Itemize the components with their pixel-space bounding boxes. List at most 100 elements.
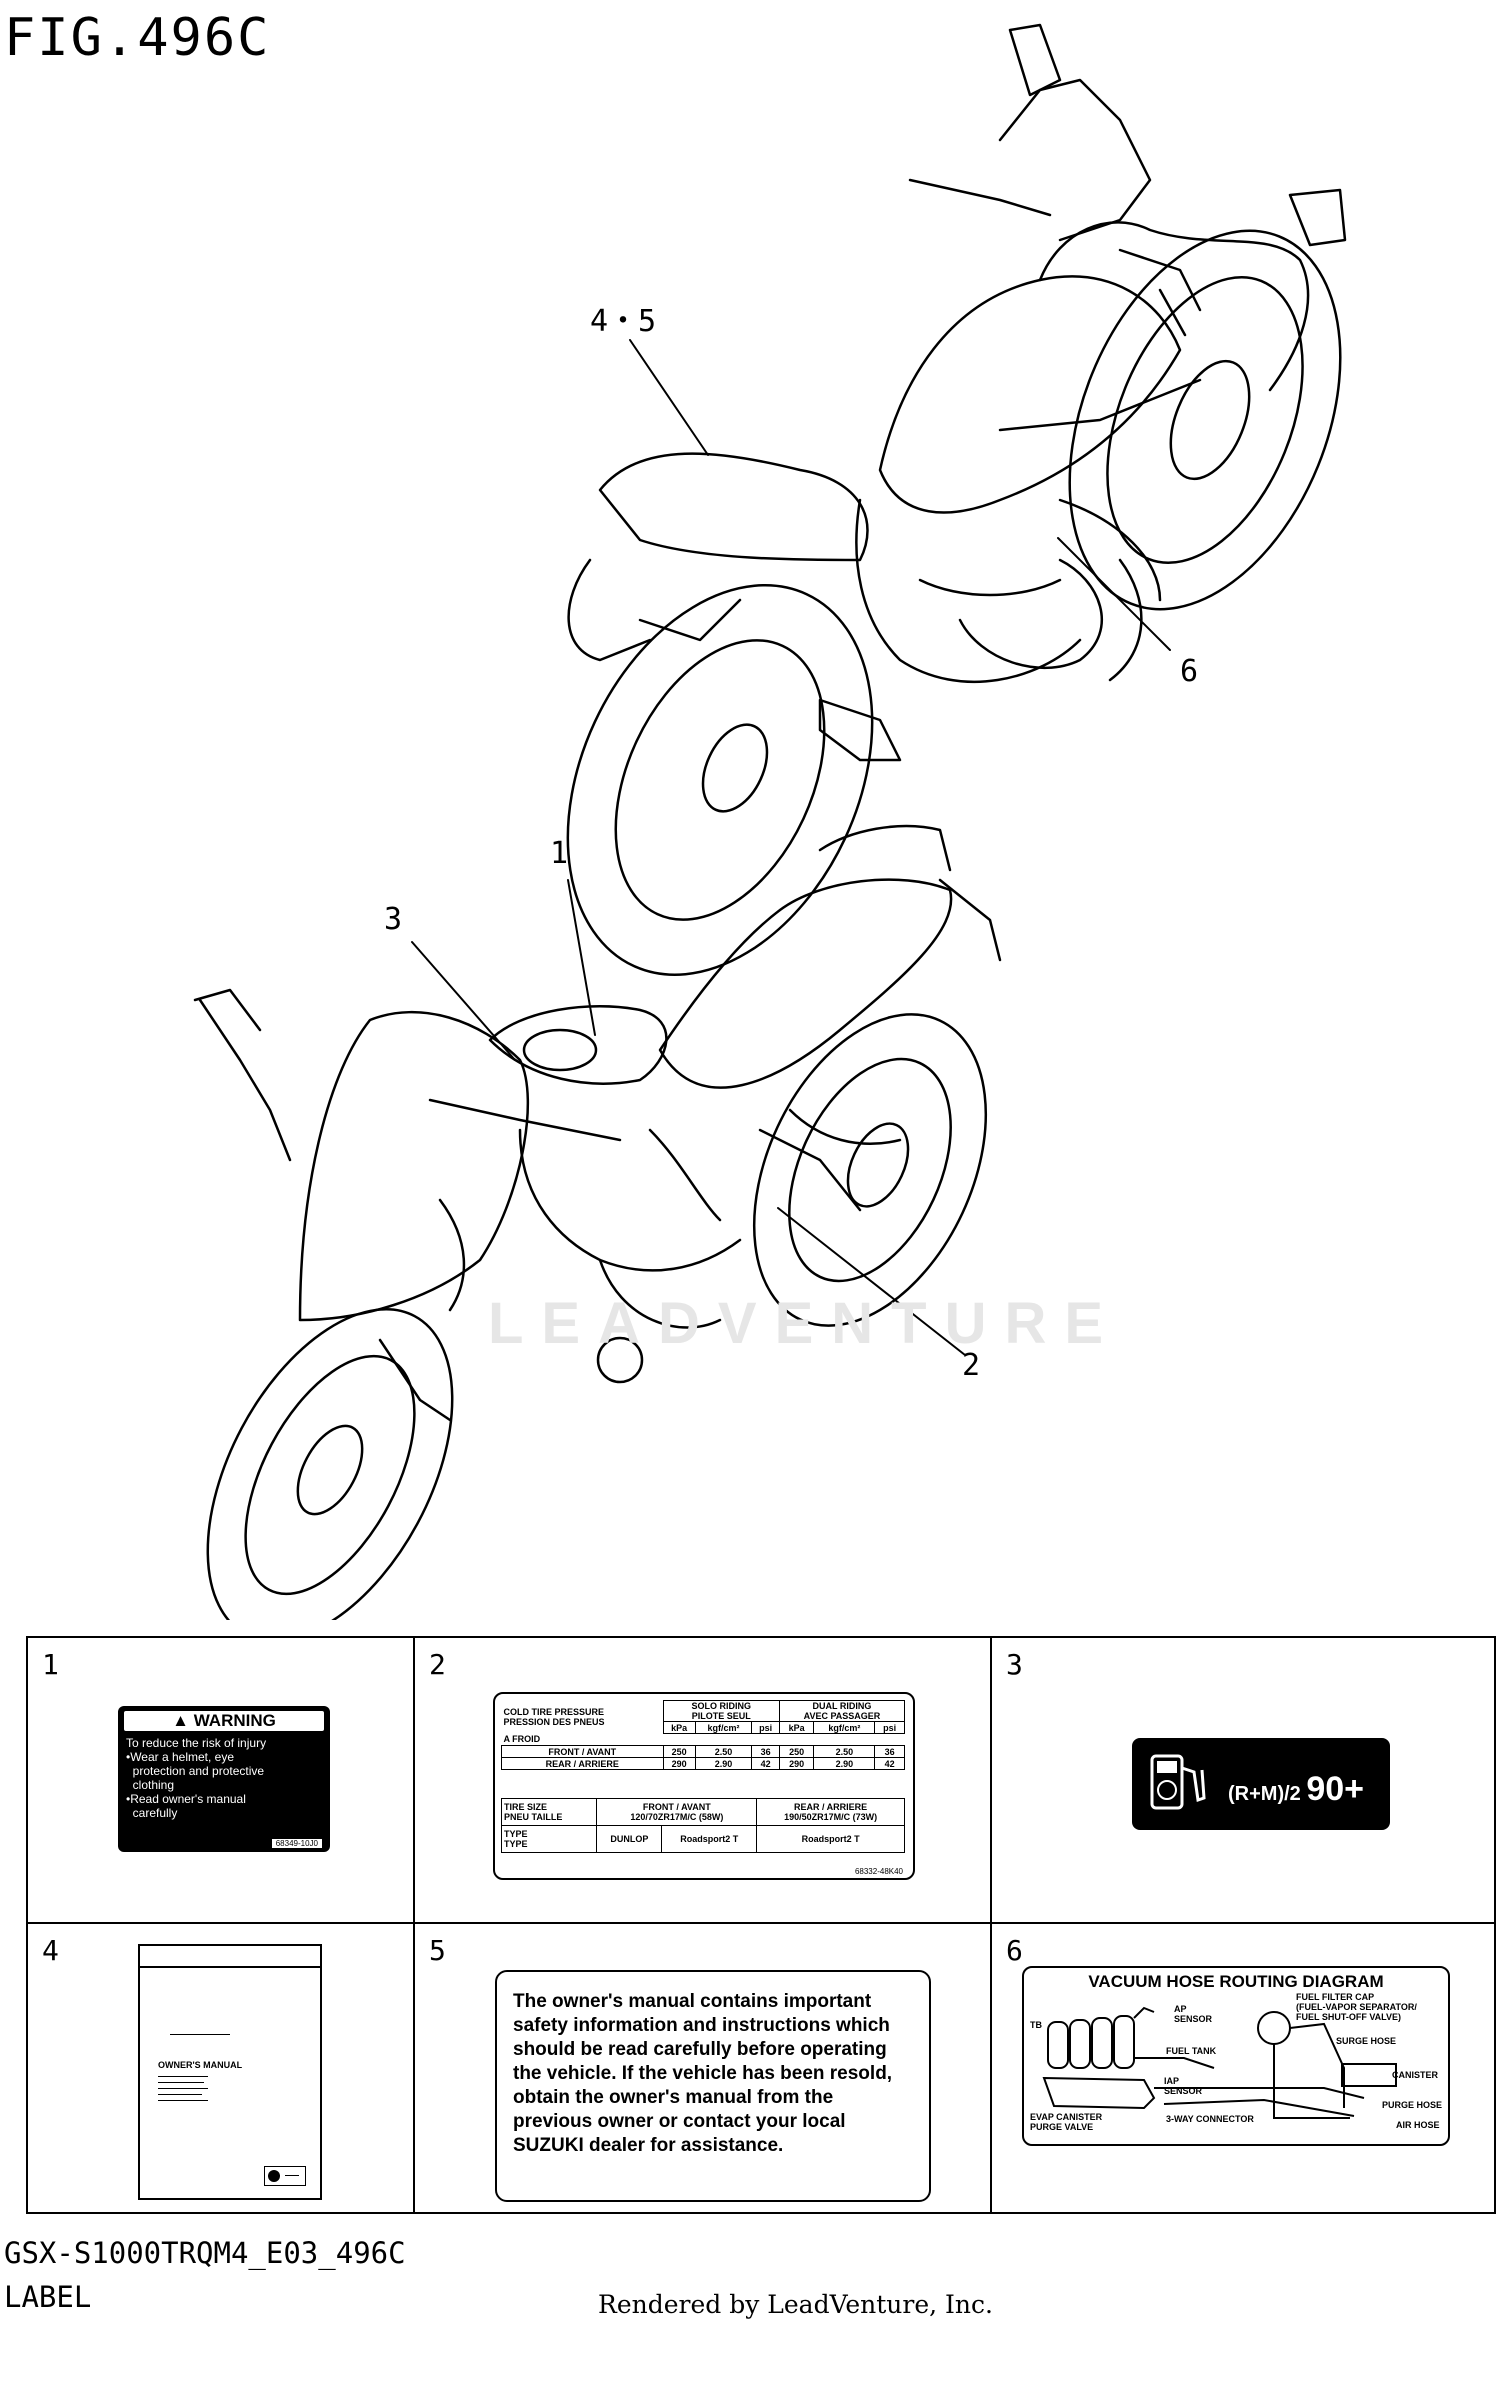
purge-hose-label: PURGE HOSE: [1382, 2100, 1443, 2110]
a-froid-label: A FROID: [503, 1734, 541, 1745]
tire-part-code: 68332-48K40: [854, 1867, 903, 1876]
callout-2: 2: [962, 1348, 981, 1383]
evap-canister-label: EVAP CANISTER PURGE VALVE: [1030, 2112, 1103, 2132]
manual-title: OWNER'S MANUAL: [158, 2060, 243, 2070]
unit: kgf/cm²: [694, 1721, 753, 1734]
fuel-filter-cap-label: FUEL FILTER CAP (FUEL-VAPOR SEPARATOR/ F…: [1296, 1992, 1417, 2022]
cell: 42: [874, 1757, 905, 1770]
rendered-by-credit: Rendered by LeadVenture, Inc.: [598, 2290, 993, 2319]
cell: 36: [751, 1745, 780, 1758]
section-name: LABEL: [4, 2280, 92, 2314]
manual-rule: [158, 2100, 208, 2101]
air-hose-label: AIR HOSE: [1396, 2120, 1440, 2130]
notice-text: The owner's manual contains important sa…: [513, 1991, 893, 2156]
label-cell-4: 4 OWNER'S MANUAL: [28, 1924, 413, 2212]
label-number: 3: [1006, 1648, 1023, 1681]
unit: psi: [874, 1721, 905, 1734]
manual-rule: [158, 2076, 208, 2077]
diagram-code: GSX-S1000TRQM4_E03_496C: [4, 2236, 406, 2270]
label-cell-5: 5 The owner's manual contains important …: [415, 1924, 990, 2212]
front-pressure-row: FRONT / AVANT 250 2.50 36 250 2.50 36: [501, 1745, 905, 1758]
callout-4-5: 4・5: [590, 304, 657, 339]
ap-sensor-label: AP SENSOR: [1174, 2004, 1213, 2024]
rear-type: Roadsport2 T: [756, 1825, 905, 1853]
label-cell-3: 3 (R+M)/2 90+: [992, 1638, 1494, 1922]
front-label: FRONT / AVANT: [501, 1745, 664, 1758]
cell: 2.50: [694, 1745, 753, 1758]
warning-part-code: 68349-10J0: [271, 1839, 322, 1848]
grid-divider: [990, 1638, 992, 2212]
canister-label: CANISTER: [1392, 2070, 1439, 2080]
label-grid: 1 ▲ WARNING To reduce the risk of injury…: [26, 1636, 1496, 2214]
manual-rule: [140, 1966, 320, 1968]
unit: kgf/cm²: [813, 1721, 876, 1734]
label-number: 1: [42, 1648, 59, 1681]
label-number: 2: [429, 1648, 446, 1681]
fuel-tank-label: FUEL TANK: [1166, 2046, 1217, 2056]
rear-pressure-row: REAR / ARRIERE 290 2.90 42 290 2.90 42: [501, 1757, 905, 1770]
tire-brand: DUNLOP: [596, 1825, 663, 1853]
iap-sensor-label: IAP SENSOR: [1164, 2076, 1203, 2096]
lower-motorcycle-drawing: [193, 824, 1002, 1620]
manual-rule: [158, 2094, 202, 2095]
owners-manual-notice: The owner's manual contains important sa…: [495, 1970, 931, 2202]
manual-rule: [158, 2082, 204, 2083]
manual-rule: [158, 2088, 208, 2089]
warning-text: To reduce the risk of injury •Wear a hel…: [126, 1736, 267, 1820]
octane-formula: (R+M)/2: [1228, 1783, 1301, 1805]
motorcycle-illustration: [193, 23, 1347, 1620]
cell: 250: [778, 1745, 815, 1758]
label-number: 4: [42, 1934, 59, 1967]
label-number: 6: [1006, 1934, 1023, 1967]
unit: psi: [751, 1721, 780, 1734]
cell: 42: [751, 1757, 780, 1770]
cell: 2.90: [694, 1757, 753, 1770]
vacuum-hose-diagram: VACUUM HOSE ROUTING DIAGRAM TB AP SENSOR…: [1022, 1966, 1450, 2146]
label-cell-6: 6 VACUUM HOSE ROUTING DIAGRAM TB AP SENS…: [992, 1924, 1494, 2212]
cell: 290: [778, 1757, 815, 1770]
warning-decal: ▲ WARNING To reduce the risk of injury •…: [118, 1706, 330, 1852]
front-type: Roadsport2 T: [661, 1825, 758, 1853]
cell: 36: [874, 1745, 905, 1758]
octane-rating: (R+M)/2 90+: [1228, 1770, 1364, 1809]
surge-hose-label: SURGE HOSE: [1336, 2036, 1397, 2046]
tb-label: TB: [1030, 2020, 1042, 2030]
cell: 290: [662, 1757, 696, 1770]
label-cell-1: 1 ▲ WARNING To reduce the risk of injury…: [28, 1638, 413, 1922]
unit: kPa: [662, 1721, 696, 1734]
warning-heading-text: WARNING: [193, 1711, 276, 1730]
cell: 2.50: [813, 1745, 876, 1758]
label-number: 5: [429, 1934, 446, 1967]
fuel-pump-icon: [1150, 1754, 1206, 1810]
warning-heading: ▲ WARNING: [124, 1711, 324, 1731]
cell: 2.90: [813, 1757, 876, 1770]
suzuki-logo-icon: [264, 2166, 306, 2186]
vacuum-diagram-title: VACUUM HOSE ROUTING DIAGRAM: [1088, 1972, 1384, 1991]
hose-routing-drawing: [1042, 2006, 1397, 2119]
figure-title: FIG.496C: [4, 8, 271, 68]
upper-motorcycle-drawing: [566, 23, 1347, 976]
fuel-octane-decal: (R+M)/2 90+: [1132, 1738, 1390, 1830]
grid-divider: [28, 1922, 1494, 1924]
grid-divider: [413, 1638, 415, 2212]
owners-manual-booklet: OWNER'S MANUAL: [138, 1944, 322, 2200]
manual-rule: [170, 2034, 230, 2035]
callout-6: 6: [1180, 654, 1199, 689]
octane-value: 90+: [1306, 1770, 1365, 1808]
watermark: LEADVENTURE: [488, 1291, 1122, 1356]
callout-3: 3: [384, 902, 403, 937]
rear-label: REAR / ARRIERE: [501, 1757, 664, 1770]
unit: kPa: [778, 1721, 815, 1734]
callout-leader-lines: [411, 339, 1171, 1356]
cell: 250: [662, 1745, 696, 1758]
